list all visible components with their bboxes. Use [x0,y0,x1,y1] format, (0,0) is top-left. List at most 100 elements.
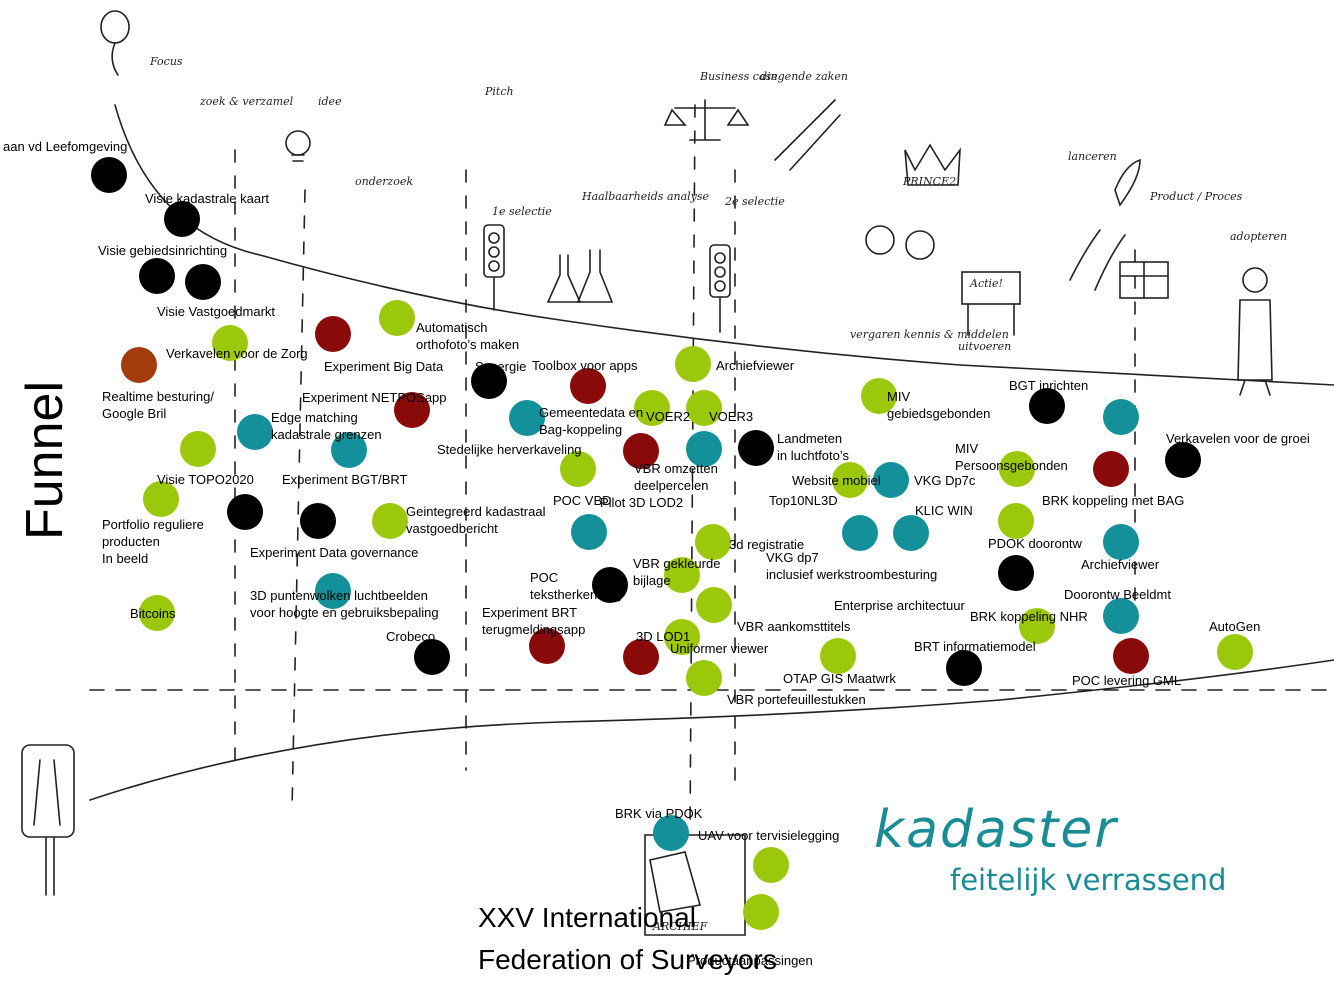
idea-dot-orange [121,347,157,383]
idea-label: 3d registratie [729,537,805,552]
idea-dot-green [675,346,711,382]
sketch-stage-label: vergaren kennis & middelen [850,328,1009,341]
idea-label: Automatisch orthofoto’s maken [416,320,520,352]
idea-label: aan vd Leefomgeving [3,139,128,154]
idea-dot-red [315,316,351,352]
idea-dot-teal [1103,598,1139,634]
idea-dot-black [139,258,175,294]
idea-label: Experiment Big Data [324,359,444,374]
idea-label: Visie TOPO2020 [157,472,254,487]
idea-dot-green [820,638,856,674]
idea-label: Uniformer viewer [670,641,769,656]
idea-dot-red [623,433,659,469]
idea-label: Verkavelen voor de Zorg [166,346,308,361]
idea-label: Archiefviewer [1081,557,1160,572]
idea-dot-green [1217,634,1253,670]
funnel-top-curve [114,104,1334,386]
idea-label: Realtime besturing/ Google Bril [102,389,214,421]
sketch-stage-label: onderzoek [355,175,414,188]
funnel-bottom-curve [89,659,1334,801]
idea-label: Portfolio reguliere producten In beeld [102,517,204,566]
idea-dot-teal [509,400,545,436]
idea-dot-green [695,524,731,560]
idea-label: Edge matching kadastrale grenzen [271,410,382,442]
idea-label: Visie kadastrale kaart [145,191,270,206]
idea-label: BGT inrichten [1009,378,1089,393]
idea-label: Geintegreerd kadastraal vastgoedbericht [406,504,546,536]
sketch-stage-label: idee [318,95,342,108]
idea-dot-green [143,481,179,517]
idea-label: POC tekstherkenning [530,570,622,602]
idea-label: VBR gekleurde bijlage [633,556,721,588]
idea-dot-green [180,431,216,467]
idea-label: MIV Persoonsgebonden [955,441,1068,473]
idea-label: MIV gebiedsgebonden [887,389,991,421]
idea-dot-teal [315,573,351,609]
idea-label: Enterprise architectuur [834,598,965,613]
idea-label: KLIC WIN [915,503,973,518]
archive-cabinet [644,834,746,936]
idea-dot-teal [842,515,878,551]
idea-dot-black [1029,388,1065,424]
sketch-stage-label: adopteren [1230,230,1288,243]
idea-label: BRT informatiemodel [914,639,1036,654]
idea-dot-green [753,847,789,883]
idea-dot-green [664,557,700,593]
idea-label: 3D LOD1 [636,629,691,644]
idea-label: UAV voor tervisielegging [698,828,840,843]
idea-label: VOER3 [709,409,754,424]
funnel-title: Funnel [16,381,74,540]
idea-dot-black [164,201,200,237]
sketch-stage-label: dingende zaken [760,70,848,83]
idea-label: BRK koppeling met BAG [1042,493,1185,508]
idea-dot-black [185,264,221,300]
idea-dot-green [634,390,670,426]
idea-label: BRK koppeling NHR [970,609,1088,624]
idea-label: OTAP GIS Maatwrk [783,671,896,686]
idea-dot-green [379,300,415,336]
idea-dot-green [999,451,1035,487]
idea-label: BRK via PDOK [615,806,703,821]
idea-dot-red [394,392,430,428]
idea-label: PDOK doorontw [988,536,1082,551]
idea-dot-red [529,628,565,664]
idea-dot-red [1113,638,1149,674]
sketch-stage-label: Actie! [970,277,1003,290]
idea-label: Pilot 3D LOD2 [600,495,684,510]
idea-dot-black [738,430,774,466]
idea-dot-teal [893,515,929,551]
sketch-stage-label: Pitch [485,85,514,98]
idea-dot-teal [653,815,689,851]
sketch-stage-label: 1e selectie [492,205,552,218]
idea-label: Synergie [475,359,527,374]
idea-label: Archiefviewer [716,358,795,373]
idea-label: Website mobiel [792,473,881,488]
idea-label: Visie gebiedsinrichting [98,243,228,258]
idea-dot-green [1019,608,1055,644]
idea-label: Landmeten in luchtfoto’s [777,431,850,463]
sketch-stage-label: Business case [700,70,778,83]
idea-dot-black [1165,442,1201,478]
idea-dot-green [686,390,722,426]
idea-label: Visie Vastgoedmarkt [157,304,276,319]
idea-label: VKG Dp7c [914,473,976,488]
idea-label: AutoGen [1209,619,1261,634]
idea-dot-black [91,157,127,193]
idea-dot-red [623,639,659,675]
idea-dot-teal [686,431,722,467]
idea-label: POC levering GML [1072,673,1182,688]
idea-dot-black [998,555,1034,591]
idea-label: Productaanpassingen [687,953,813,968]
kadaster-tagline: feitelijk verrassend [950,863,1227,897]
idea-dot-black [414,639,450,675]
idea-dot-black [946,650,982,686]
sketch-stage-label: zoek & verzamel [200,95,294,108]
idea-dot-red [570,368,606,404]
idea-dot-green [560,451,596,487]
idea-dot-teal [1103,524,1139,560]
idea-label: Bitcoins [130,606,176,621]
idea-dot-green [686,660,722,696]
idea-dot-teal [571,514,607,550]
idea-label: Toolbox voor apps [532,358,638,373]
